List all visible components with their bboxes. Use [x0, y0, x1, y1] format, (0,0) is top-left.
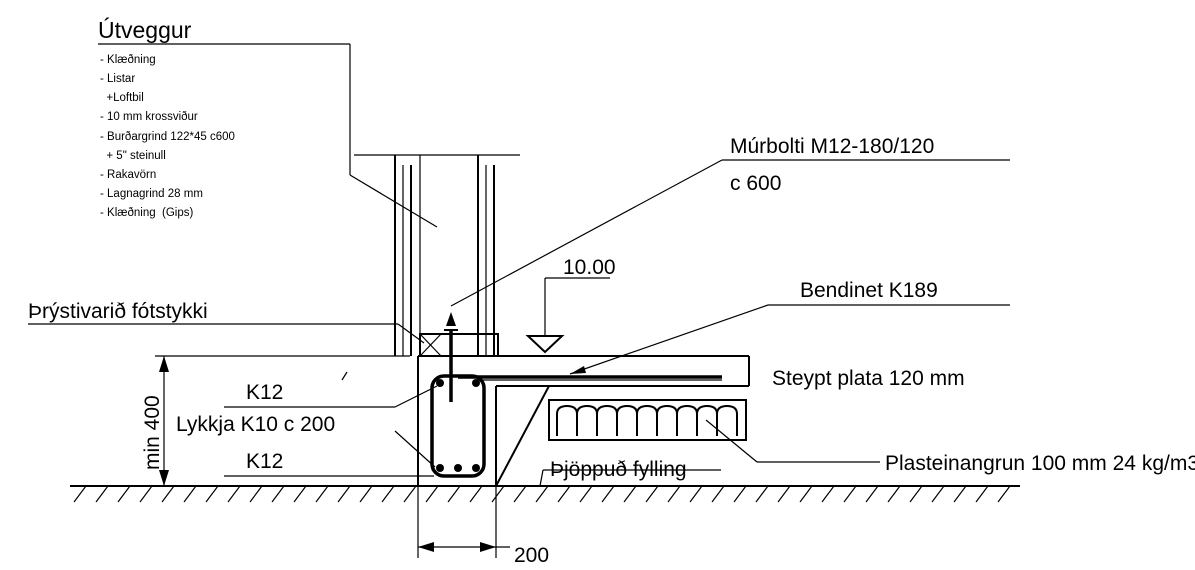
wall-layer: +Loftbil — [100, 92, 144, 104]
k12-bottom-label: K12 — [246, 450, 283, 473]
wall-layer-list: - Klæðning - Listar +Loftbil - 10 mm kro… — [100, 54, 235, 219]
dimension-min-400 — [155, 355, 410, 486]
min-height-label: min 400 — [141, 395, 164, 470]
slab-label: Steypt plata 120 mm — [772, 367, 965, 390]
wall-layer: - Lagnagrind 28 mm — [100, 188, 203, 200]
wall-studs — [354, 154, 520, 357]
rebar-k12-top-right — [472, 379, 480, 387]
level-label: 10.00 — [563, 256, 616, 279]
stirrup-k10 — [430, 374, 486, 478]
insulation-board — [548, 399, 747, 441]
k12-top-label: K12 — [246, 381, 283, 404]
wall-layer: - 10 mm krossviður — [100, 111, 198, 123]
stirrup-label: Lykkja K10 c 200 — [176, 413, 335, 436]
leader-lines — [28, 43, 1010, 487]
wall-layer: - Klæðning — [100, 54, 156, 66]
insulation-label: Plasteinangrun 100 mm 24 kg/m3 — [885, 452, 1195, 475]
fill-label: Þjöppuð fylling — [550, 458, 687, 481]
wall-layer: + 5" steinull — [100, 150, 166, 162]
wall-layer: - Burðargrind 122*45 c600 — [100, 131, 235, 143]
foundation-footing — [417, 356, 749, 487]
wall-layer: - Rakavörn — [100, 169, 156, 181]
sill-label: Þrýstivarið fótstykki — [28, 300, 208, 323]
ground-line — [70, 485, 1020, 503]
mesh-label: Bendinet K189 — [800, 279, 938, 302]
sill-plate — [419, 333, 499, 357]
rebar-k12-top-left — [436, 379, 444, 387]
wall-layer: - Klæðning (Gips) — [100, 207, 193, 219]
bolt-label: Múrbolti M12-180/120 — [730, 135, 934, 158]
rebar-k12-bottom-right — [472, 464, 480, 472]
dimension-200 — [417, 486, 510, 558]
rebar-k12-bottom-left — [436, 464, 444, 472]
anchor-bolt — [444, 312, 458, 402]
width-label: 200 — [514, 544, 549, 567]
bolt-spacing-label: c 600 — [730, 172, 781, 195]
wall-layer: - Listar — [100, 73, 135, 85]
wall-title: Útveggur — [98, 17, 192, 43]
rebar-k12-bottom-mid — [454, 464, 462, 472]
reinforcement — [430, 374, 722, 478]
